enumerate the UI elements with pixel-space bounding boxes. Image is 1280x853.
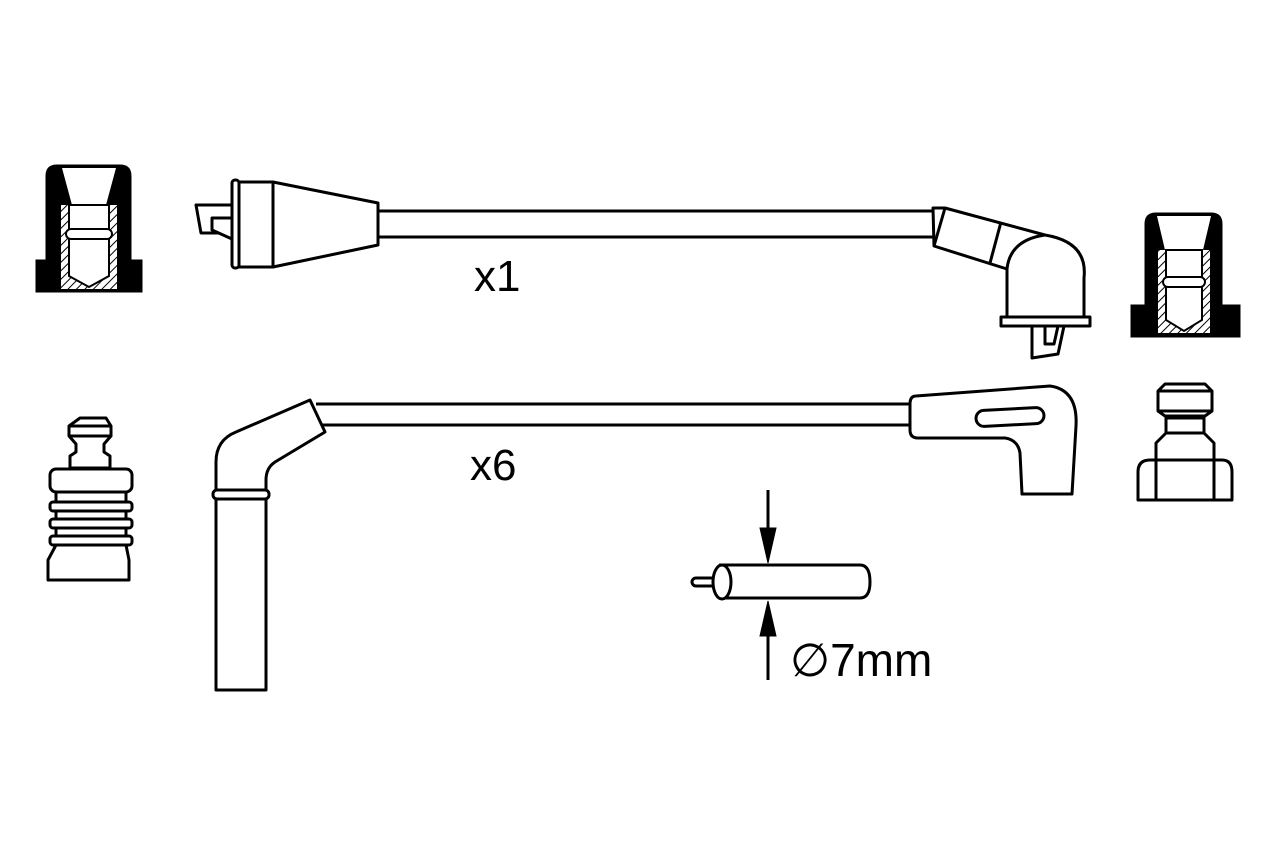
plug-cable-quantity-label: x6 xyxy=(470,441,517,490)
diameter-symbol: ∅ xyxy=(790,634,831,686)
plug-cable xyxy=(211,384,1078,692)
cable-diameter-dimension xyxy=(690,490,872,680)
terminal-ribbed-left xyxy=(46,416,134,582)
coil-cable-quantity-label: x1 xyxy=(474,252,521,301)
diameter-value: 7mm xyxy=(830,634,933,686)
diameter-label: ∅7mm xyxy=(790,637,932,683)
terminal-right xyxy=(1136,382,1234,502)
boot-sectional-left xyxy=(35,164,143,293)
boot-sectional-right xyxy=(1130,212,1241,338)
coil-cable xyxy=(194,178,1092,360)
